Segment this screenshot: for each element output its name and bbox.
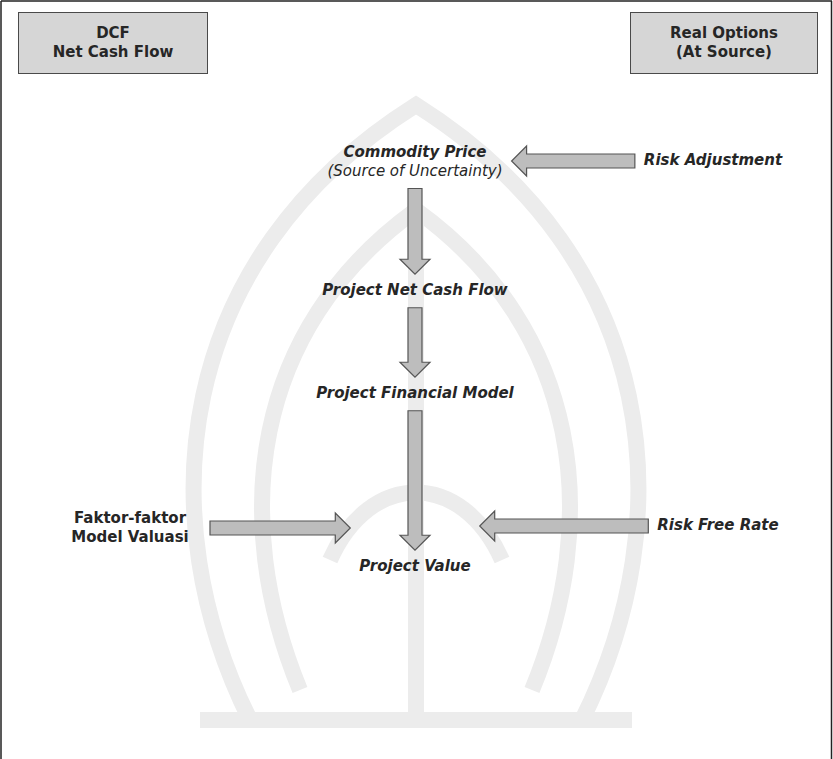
node-title: Project Net Cash Flow (322, 281, 507, 301)
flow-label: Project Net Cash Flow (318, 279, 511, 303)
node-title: Commodity Price (327, 143, 502, 163)
frame-top (1, 0, 832, 2)
flow-label: Project Value (355, 555, 474, 579)
node-title: Project Financial Model (316, 384, 514, 404)
flow-label: Faktor-faktor Model Valuasi (55, 507, 205, 550)
node-subtitle: (At Source) (676, 43, 772, 63)
node-subtitle: Net Cash Flow (53, 43, 174, 63)
node-title: Faktor-faktor Model Valuasi (59, 509, 201, 548)
watermark-outline (194, 105, 639, 720)
node-subtitle: (Source of Uncertainty) (327, 162, 502, 182)
node-title: Real Options (670, 24, 778, 44)
watermark-logo (194, 105, 639, 720)
block-arrow (480, 511, 649, 541)
block-arrow (400, 411, 430, 551)
block-arrow (512, 146, 635, 176)
flow-label: Project Financial Model (312, 382, 518, 406)
block-arrow (400, 308, 430, 378)
block-arrow (400, 189, 430, 275)
node-title: Project Value (359, 557, 470, 577)
block-arrow (210, 513, 350, 543)
header-box: DCFNet Cash Flow (18, 12, 208, 74)
frame-right (831, 1, 833, 759)
node-title: Risk Free Rate (657, 516, 778, 536)
flow-label: Risk Adjustment (640, 149, 786, 173)
frame-left (0, 1, 2, 759)
watermark-base (200, 712, 632, 728)
node-title: DCF (96, 24, 130, 44)
node-title: Risk Adjustment (644, 151, 782, 171)
header-box: Real Options(At Source) (630, 12, 818, 74)
flow-label: Risk Free Rate (653, 514, 782, 538)
flow-label: Commodity Price(Source of Uncertainty) (323, 141, 506, 184)
